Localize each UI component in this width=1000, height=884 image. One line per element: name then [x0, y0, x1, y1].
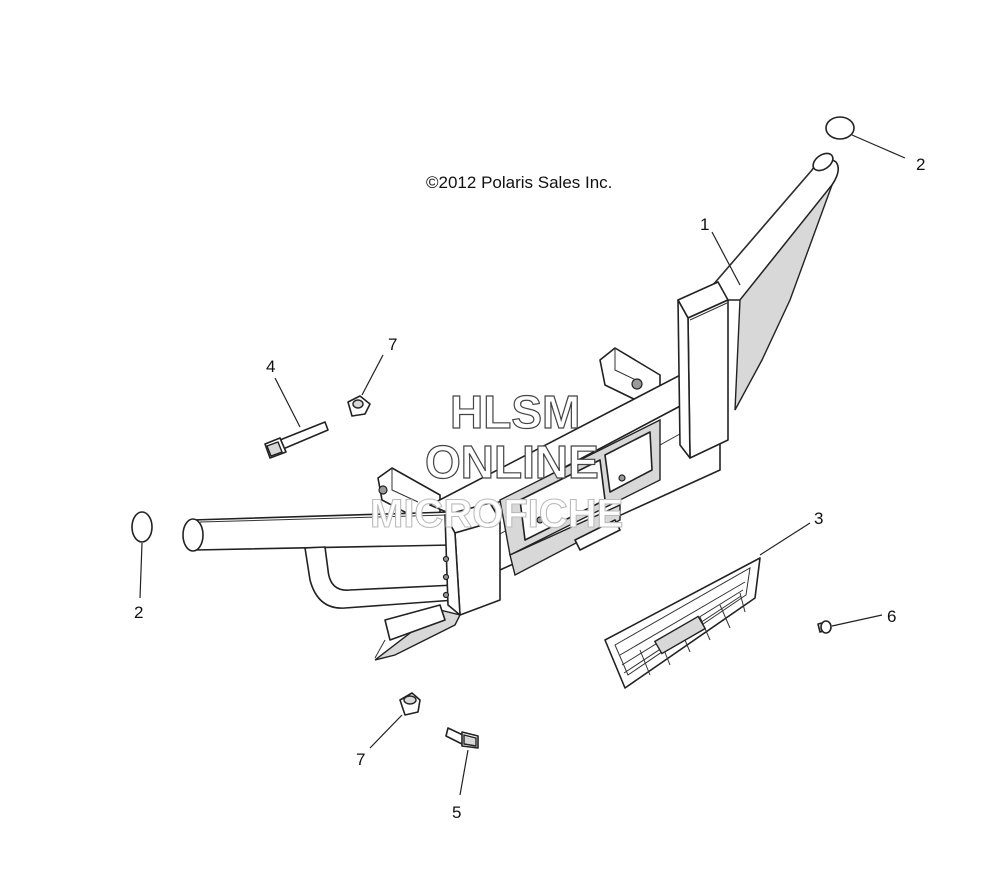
callout-4: 4: [266, 357, 275, 376]
callout-6: 6: [887, 607, 896, 626]
copyright-text: ©2012 Polaris Sales Inc.: [426, 173, 612, 192]
screw-small: [817, 614, 883, 634]
bolt-long: [264, 377, 329, 459]
front-bumper: [182, 152, 840, 661]
watermark-line1: HLSM: [450, 386, 580, 438]
bolt-short: [445, 727, 479, 796]
callout-7-top: 7: [388, 335, 397, 354]
end-cap-top: [825, 116, 906, 159]
watermark-line2: ONLINE: [425, 436, 599, 488]
callout-3: 3: [814, 509, 823, 528]
end-cap-left: [131, 511, 153, 599]
callout-1: 1: [700, 215, 709, 234]
watermark-line3: MICROFICHE: [370, 492, 623, 536]
callout-2-left: 2: [134, 603, 143, 622]
callout-5: 5: [452, 803, 461, 822]
flange-nut-top: [347, 354, 384, 417]
flange-nut-bottom: [369, 692, 421, 749]
grille: [604, 522, 811, 689]
watermark: HLSM ONLINE MICROFICHE: [369, 385, 623, 536]
callout-2-top: 2: [916, 155, 925, 174]
callout-7-bottom: 7: [356, 750, 365, 769]
